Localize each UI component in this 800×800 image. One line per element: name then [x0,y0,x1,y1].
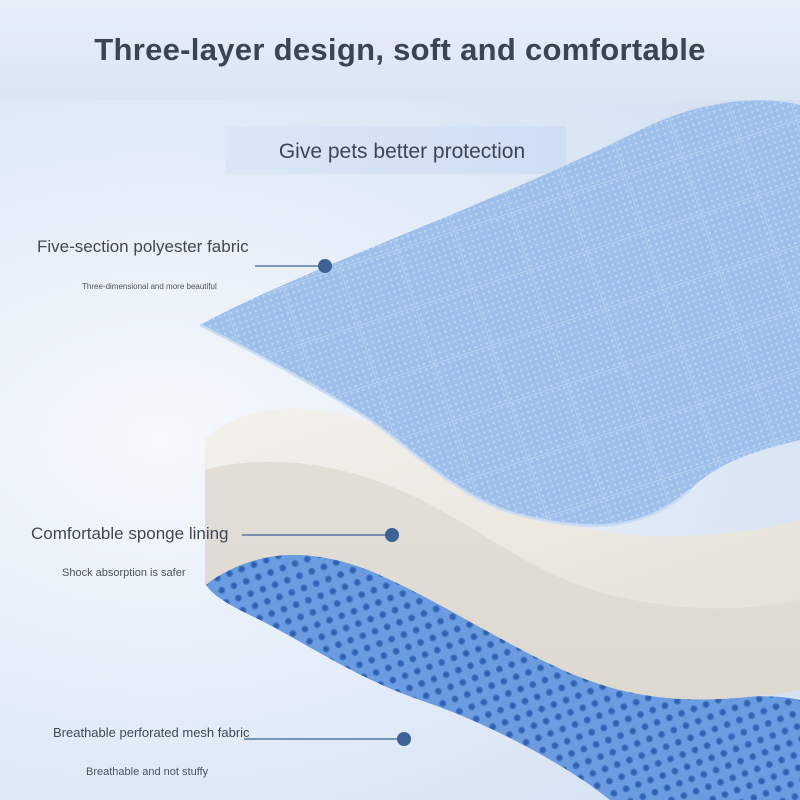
header-band [0,0,800,100]
callout-dot-mesh [397,732,411,746]
layer-desc-sponge: Shock absorption is safer [62,567,186,579]
callout-dot-fabric [318,259,332,273]
mesh-layer [206,554,800,800]
page-subtitle: Give pets better protection [278,140,526,163]
page-title: Three-layer design, soft and comfortable [94,32,706,67]
callout-dot-sponge [385,528,399,542]
layer-label-sponge: Comfortable sponge lining [31,524,229,543]
layer-desc-fabric: Three-dimensional and more beautiful [82,282,217,291]
layer-desc-mesh: Breathable and not stuffy [86,766,209,778]
layer-label-fabric: Five-section polyester fabric [37,237,249,256]
subtitle-box [226,126,566,174]
layer-label-mesh: Breathable perforated mesh fabric [53,725,250,740]
